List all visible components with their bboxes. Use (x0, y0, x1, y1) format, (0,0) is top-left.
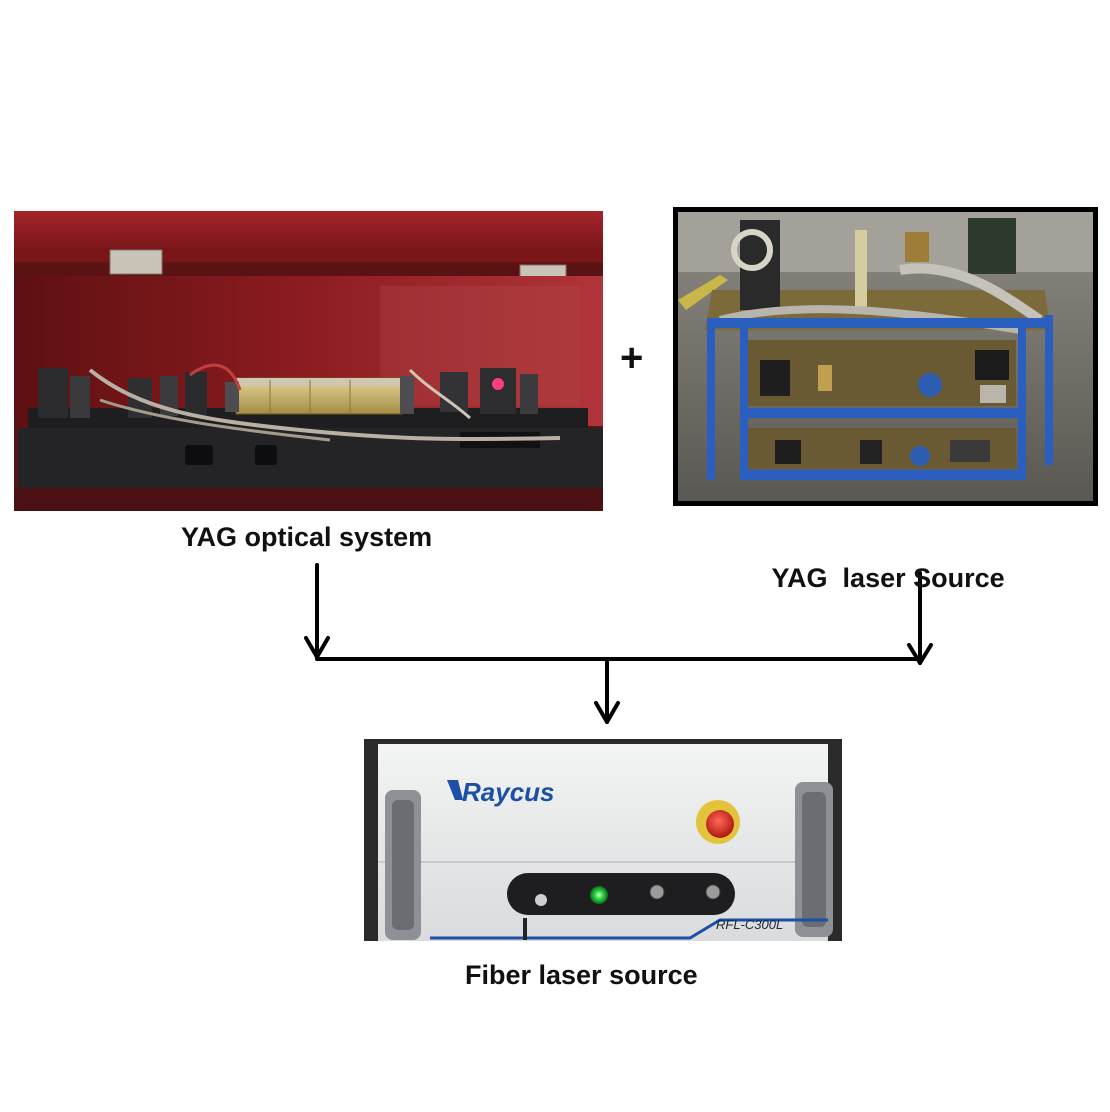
model-label: RFL-C300L (716, 917, 783, 932)
arrow-left-head (304, 636, 330, 659)
caption-yag-optical-system: YAG optical system (181, 522, 433, 552)
brand-name: Raycus (462, 777, 555, 807)
plus-symbol: + (620, 336, 644, 380)
arrow-right-head (907, 643, 933, 665)
caption-fiber-laser-source: Fiber laser source (465, 960, 698, 990)
raycus-logo: Raycus (462, 777, 555, 808)
caption-yag-laser-source: YAG laser Source (771, 563, 1005, 593)
arrow-center-head (594, 701, 620, 724)
model-text: RFL-C300L (716, 917, 784, 932)
